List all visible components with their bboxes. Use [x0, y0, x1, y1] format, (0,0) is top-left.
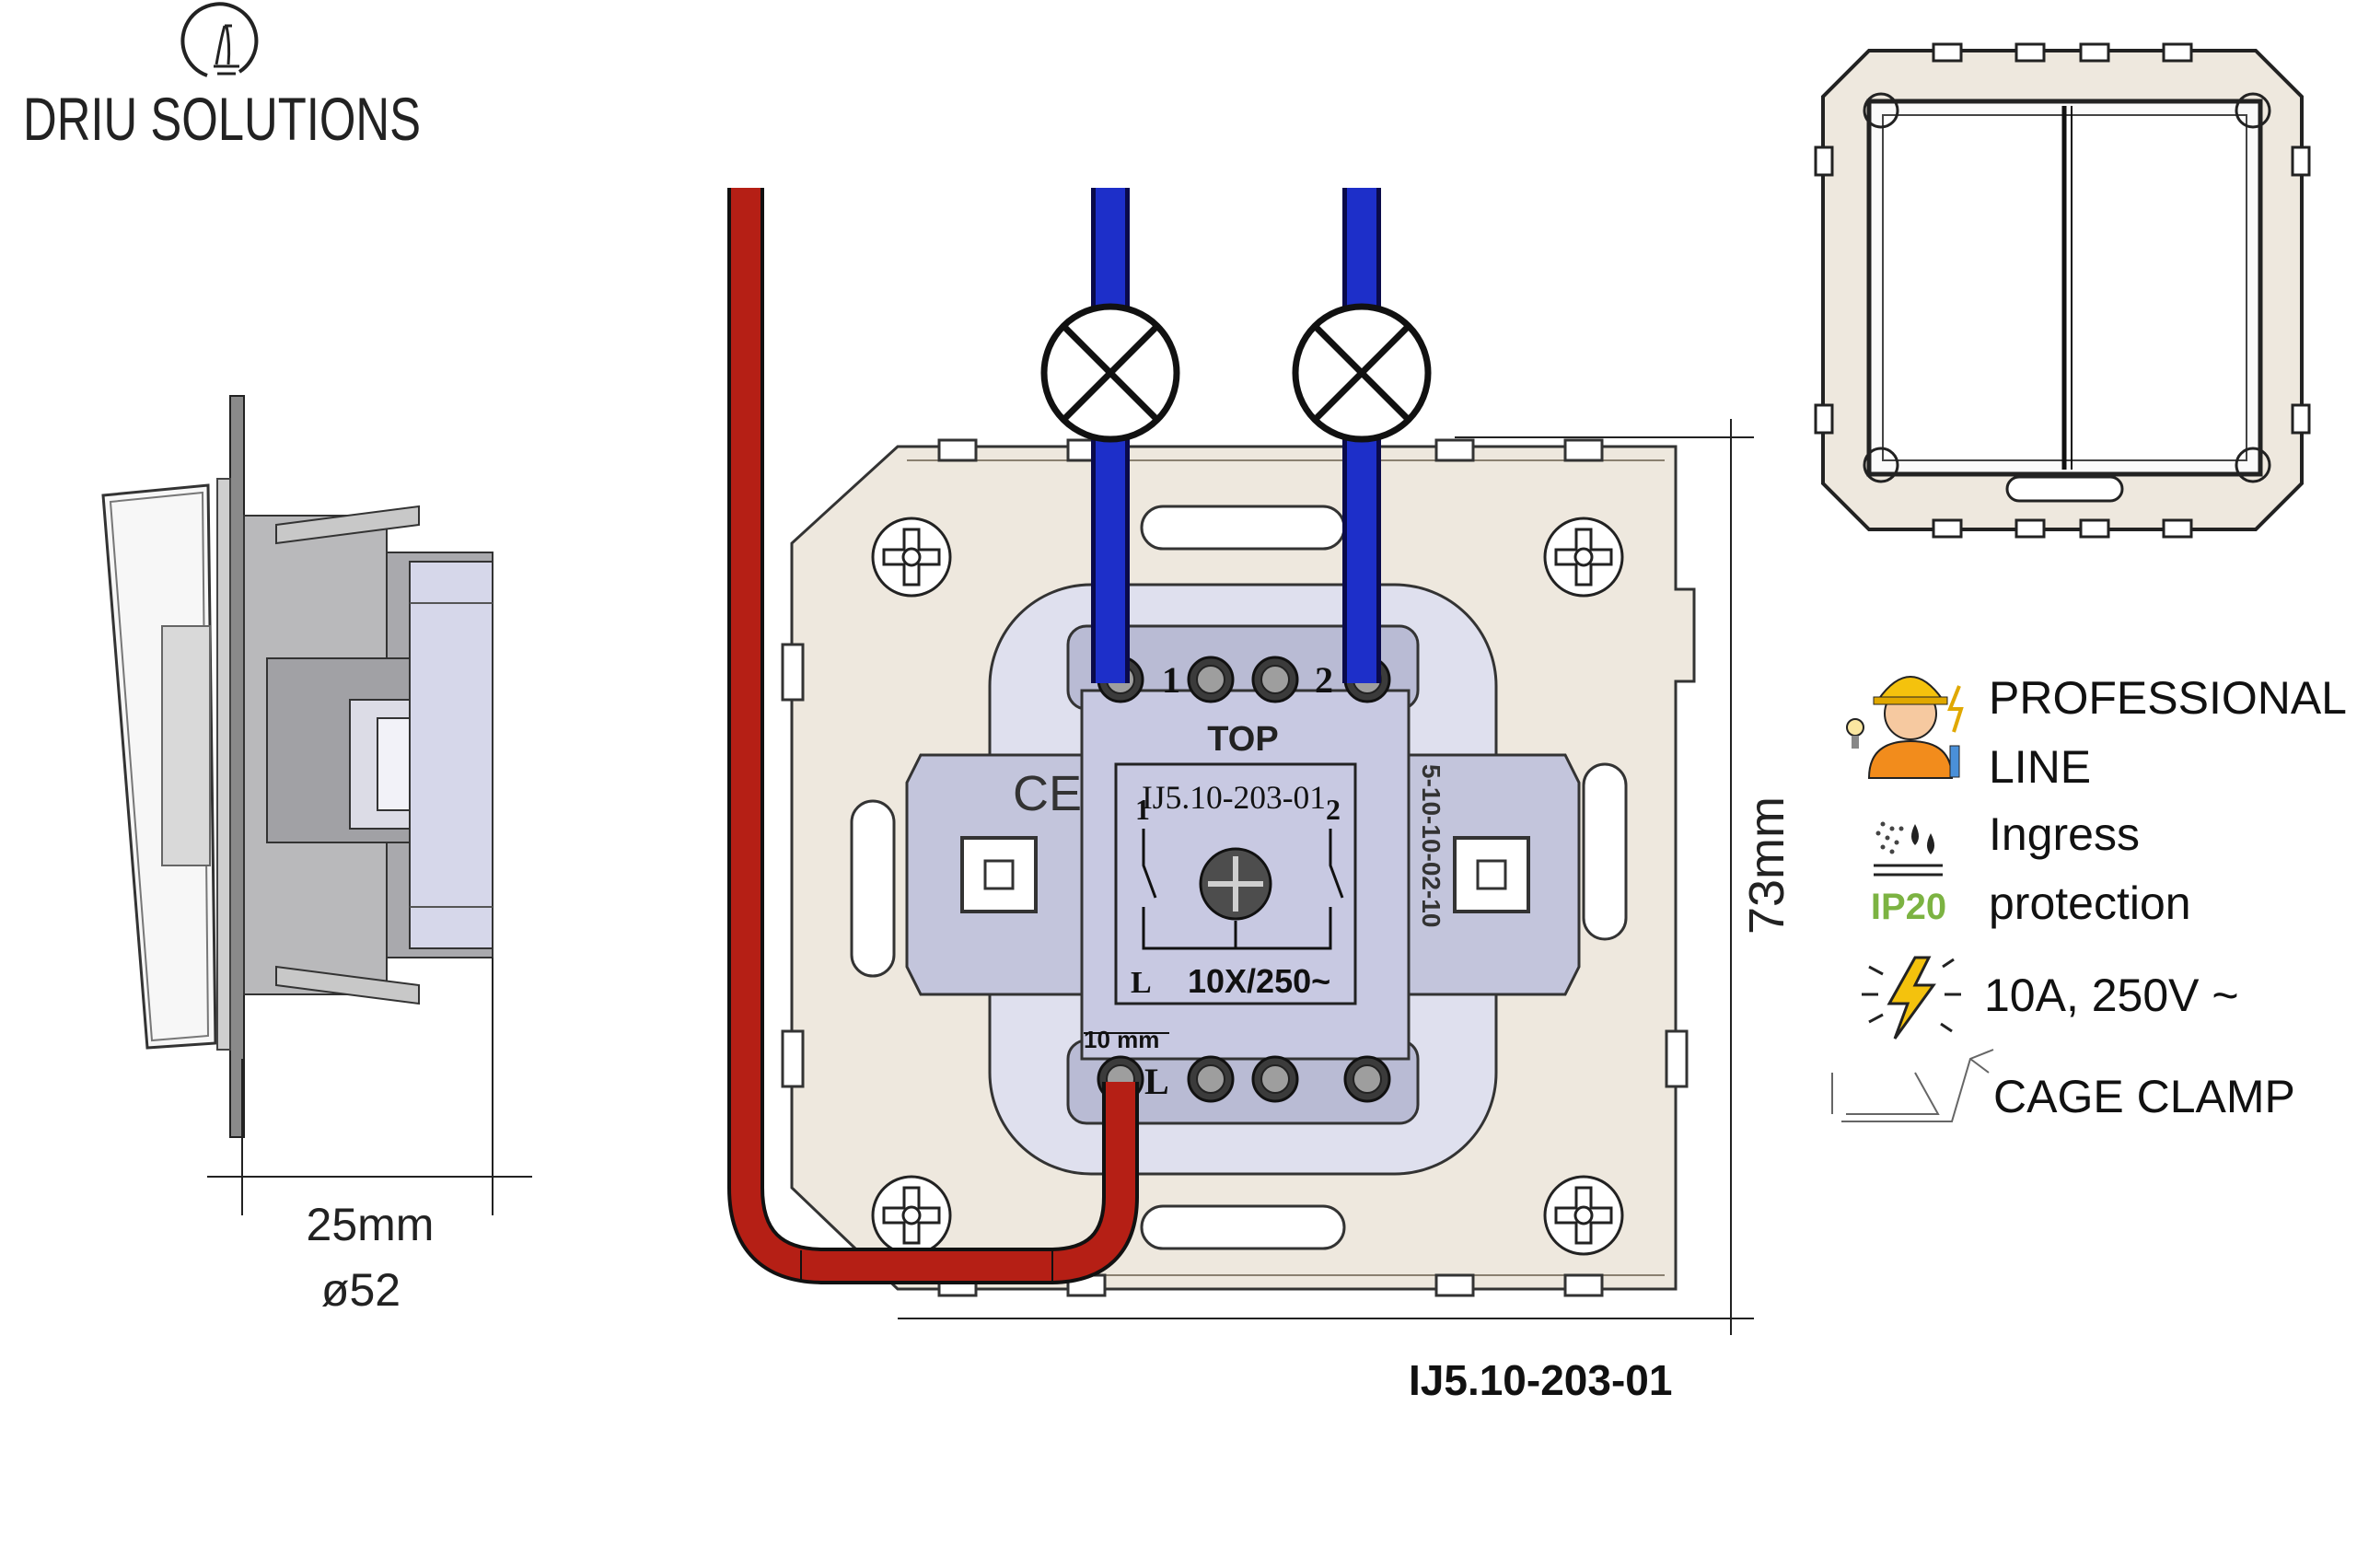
mechanism-model-label: IJ5.10-203-01 [1142, 779, 1326, 816]
ingress-line2: protection [1989, 877, 2191, 929]
brand-logo: DRIU SOLUTIONS [23, 2, 421, 153]
wiring [727, 188, 1428, 1284]
brand-name: DRIU SOLUTIONS [23, 85, 421, 153]
professional-line2: LINE [1989, 741, 2091, 793]
feature-clamp: CAGE CLAMP [1831, 1049, 2295, 1122]
terminal-L-label: L [1144, 1061, 1169, 1102]
rating-label: 10X/250~ [1188, 962, 1330, 1000]
ip-rating-badge: IP20 [1871, 887, 1946, 927]
electrician-icon [1846, 676, 1964, 779]
ingress-line1: Ingress [1989, 808, 2140, 860]
diameter-dimension: ø52 [321, 1264, 401, 1316]
feature-rating: 10A, 250V ~ [1862, 956, 2239, 1040]
strip-length-label: 10 mm [1084, 1026, 1159, 1053]
cage-clamp-icon [1831, 1049, 1994, 1122]
professional-line1: PROFESSIONAL [1989, 672, 2347, 724]
switch-schematic-icon [1142, 829, 1344, 950]
feature-professional: PROFESSIONAL LINE [1846, 672, 2347, 793]
top-label: TOP [1207, 720, 1278, 759]
feature-ingress: IP20 Ingress protection [1871, 808, 2191, 929]
clamp-text: CAGE CLAMP [1993, 1071, 2295, 1122]
depth-dimension: 25mm [307, 1199, 435, 1250]
line-label: L [1131, 966, 1152, 1000]
mechanism-front-view: CE 1 2 L TOP IJ5.10-203-01 1 2 L 10X/250 [781, 438, 1696, 1297]
side-view-drawing [101, 395, 532, 1215]
switch-2-label: 2 [1326, 793, 1341, 826]
height-dimension-lines [898, 419, 1754, 1335]
live-wire [727, 188, 1139, 1284]
side-code-label: 5-10-10-02-10 [1417, 764, 1446, 927]
bulb-logo-icon [180, 2, 259, 77]
ingress-protection-icon [1874, 821, 1943, 877]
height-dimension: 73mm [1739, 796, 1794, 935]
lamp-1-icon [1044, 307, 1177, 439]
lightning-bolt-icon [1862, 956, 1961, 1040]
ce-mark-icon: CE [1013, 766, 1082, 821]
lamp-2-icon [1295, 307, 1428, 439]
model-code: IJ5.10-203-01 [1409, 1356, 1672, 1404]
switch-1-label: 1 [1135, 793, 1150, 826]
terminal-1-label: 1 [1162, 659, 1180, 701]
rating-text: 10A, 250V ~ [1984, 970, 2239, 1021]
front-plate-view [1814, 42, 2311, 539]
terminal-2-label: 2 [1315, 659, 1333, 701]
